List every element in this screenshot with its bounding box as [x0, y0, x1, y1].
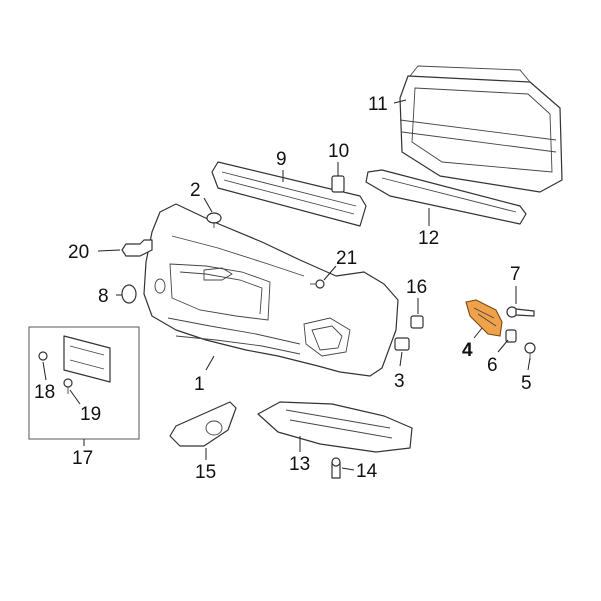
radiator-support-frame	[399, 65, 563, 193]
clip-part-10	[331, 175, 345, 193]
callout-15: 15	[195, 462, 216, 483]
splash-shield	[257, 401, 413, 453]
clip-pin-2	[206, 212, 222, 228]
callout-13: 13	[289, 454, 310, 475]
callout-14: 14	[356, 461, 378, 482]
callout-19: 19	[80, 404, 101, 425]
callout-21: 21	[336, 248, 357, 269]
license-bracket-box	[28, 326, 140, 440]
callout-1: 1	[194, 374, 205, 395]
plug-8	[121, 284, 137, 304]
callout-17: 17	[72, 448, 93, 469]
callout-12: 12	[418, 228, 439, 249]
callout-9: 9	[276, 149, 287, 170]
callout-16: 16	[406, 277, 427, 298]
callout-3: 3	[394, 371, 405, 392]
push-pin-5	[524, 342, 536, 360]
impact-bar	[211, 161, 367, 227]
nut-6	[505, 329, 517, 343]
fog-lamp-bezel	[169, 401, 237, 447]
callout-5: 5	[521, 373, 532, 394]
callout-4: 4	[462, 340, 473, 361]
bolt-7	[506, 306, 535, 318]
emblem	[121, 239, 153, 257]
callout-20: 20	[68, 242, 89, 263]
callout-2: 2	[190, 180, 201, 201]
callout-7: 7	[510, 264, 521, 285]
leader-lines	[42, 99, 531, 471]
callout-6: 6	[487, 355, 498, 376]
bracket-highlighted	[465, 299, 503, 337]
callout-11: 11	[368, 94, 388, 115]
lower-absorber	[365, 169, 527, 225]
retainer-16	[410, 315, 424, 329]
screw-14	[331, 457, 341, 479]
callout-8: 8	[98, 286, 109, 307]
screw-21	[310, 279, 325, 289]
callout-18: 18	[34, 382, 55, 403]
bumper-cover	[143, 203, 399, 377]
clip-part-3	[394, 337, 410, 351]
callout-10: 10	[328, 141, 349, 162]
